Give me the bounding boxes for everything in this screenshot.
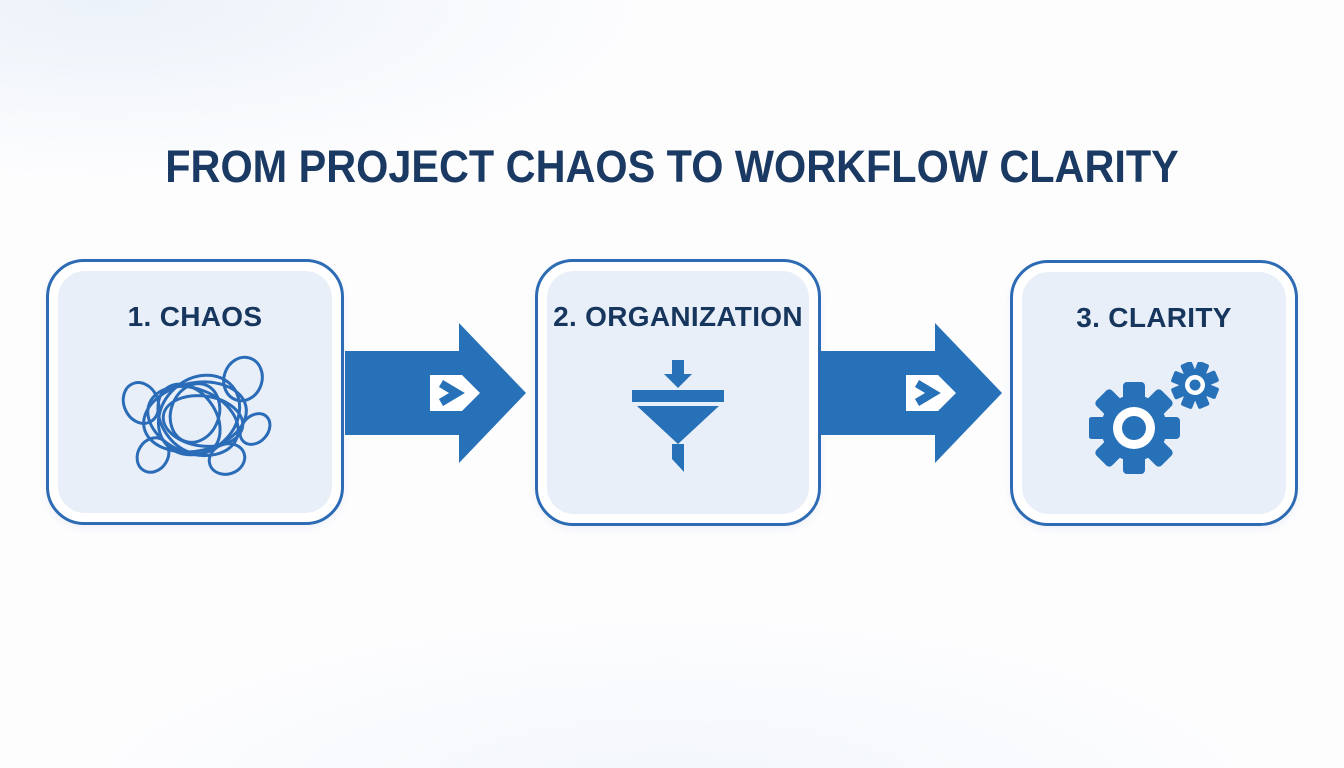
- step-box-clarity: 3. CLARITY: [1010, 260, 1298, 526]
- step-box-chaos: 1. CHAOS: [46, 259, 344, 525]
- step-icon-wrap: [58, 333, 332, 513]
- step-box-organization-inner: 2. ORGANIZATION: [547, 271, 809, 514]
- step-box-clarity-inner: 3. CLARITY: [1022, 272, 1286, 514]
- funnel-icon: [632, 360, 724, 472]
- connector-organization-to-clarity: [821, 323, 1002, 463]
- step-box-chaos-inner: 1. CHAOS: [58, 271, 332, 513]
- right-arrow-icon: [345, 323, 526, 463]
- step-label-organization: 2. ORGANIZATION: [553, 301, 803, 332]
- connector-chaos-to-organization: [345, 323, 526, 463]
- step-icon-wrap: [1022, 334, 1286, 514]
- step-box-organization: 2. ORGANIZATION: [535, 259, 821, 526]
- step-label-clarity: 3. CLARITY: [1076, 302, 1232, 333]
- tangled-scribble-icon: [121, 355, 272, 476]
- page-title: FROM PROJECT CHAOS TO WORKFLOW CLARITY: [165, 141, 1179, 192]
- step-icon-wrap: [547, 333, 809, 514]
- step-label-chaos: 1. CHAOS: [127, 301, 263, 332]
- right-arrow-icon: [821, 323, 1002, 463]
- gears-icon: [1089, 362, 1219, 474]
